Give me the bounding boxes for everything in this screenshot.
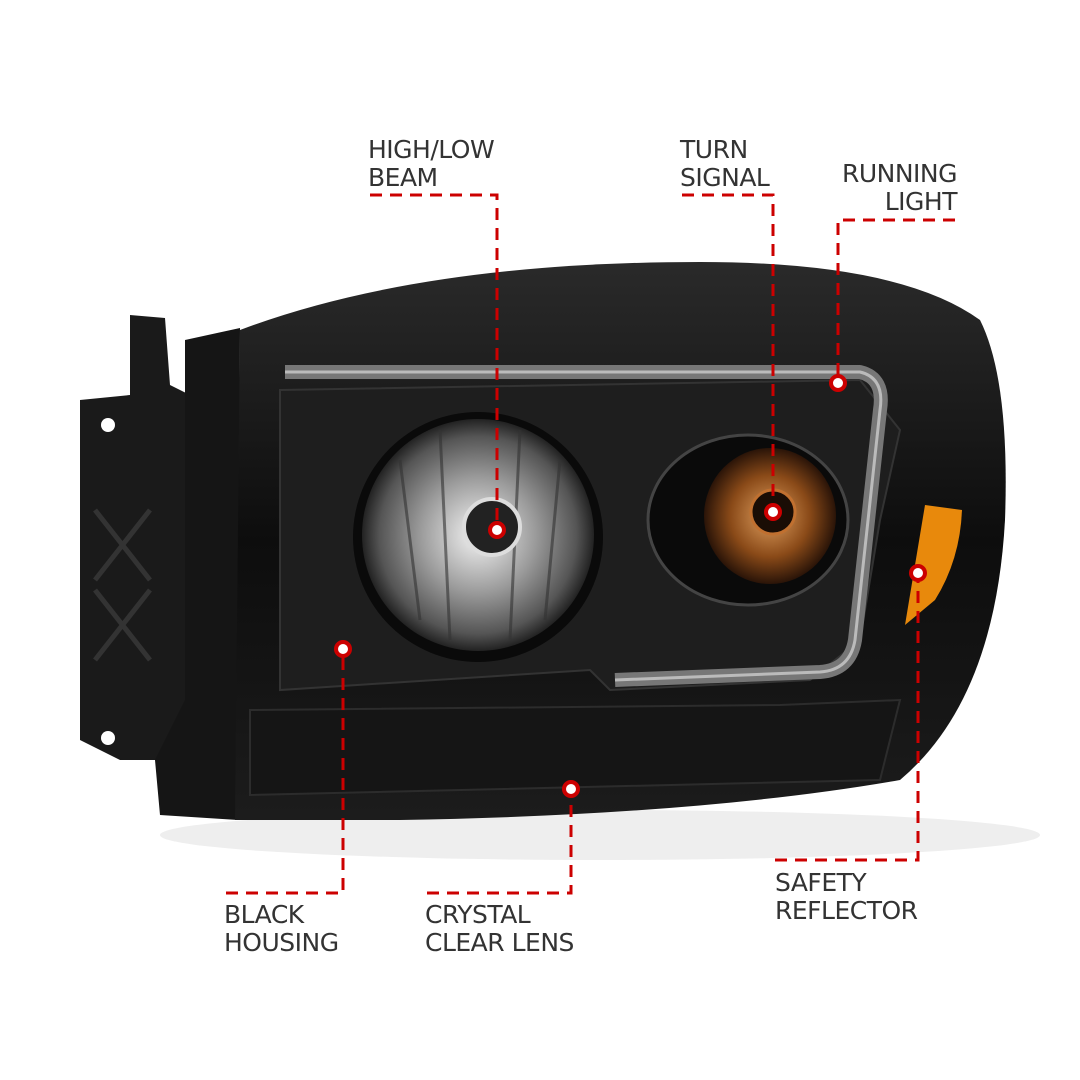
label-line: CLEAR LENS [425,928,574,957]
label-line: TURN [680,135,748,164]
label-line: SAFETY [775,868,867,897]
callout-line-running-light [836,218,955,383]
label-safety-reflector: SAFETY REFLECTOR [775,869,918,925]
callout-dot-safety-reflector [909,564,927,582]
callout-dot-turn-signal [764,503,782,521]
label-line: HOUSING [224,928,339,957]
shadow [160,810,1040,860]
gasket [155,328,240,820]
bracket-ribs [93,508,152,662]
callout-line-turn-signal [682,193,775,512]
label-black-housing: BLACK HOUSING [224,901,339,957]
label-line: REFLECTOR [775,896,918,925]
callout-line-crystal-clear-lens [427,789,573,895]
callout-lines [226,193,955,895]
running-light-highlight [285,370,883,682]
label-line: SIGNAL [680,163,770,192]
lower-trim [249,698,902,797]
mounting-bracket [80,315,190,760]
label-line: BLACK [224,900,304,929]
label-turn-signal: TURN SIGNAL [680,135,770,192]
label-high-low-beam: HIGH/LOW BEAM [368,135,495,192]
label-line: LIGHT [884,187,958,216]
callout-line-high-low-beam [370,193,499,530]
callout-line-safety-reflector [775,573,920,862]
callout-dots [334,374,927,798]
label-line: HIGH/LOW [368,135,495,164]
label-line: BEAM [368,163,438,192]
callout-dot-crystal-clear-lens [562,780,580,798]
bracket-hole [101,418,115,432]
label-line: CRYSTAL [425,900,531,929]
bracket-hole [101,731,115,745]
label-running-light: RUNNING LIGHT [841,159,958,216]
label-crystal-clear-lens: CRYSTAL CLEAR LENS [425,901,574,957]
callout-dot-black-housing [334,640,352,658]
callout-dot-running-light [829,374,847,392]
label-line: RUNNING [841,159,958,188]
callout-dot-high-low-beam [488,521,506,539]
